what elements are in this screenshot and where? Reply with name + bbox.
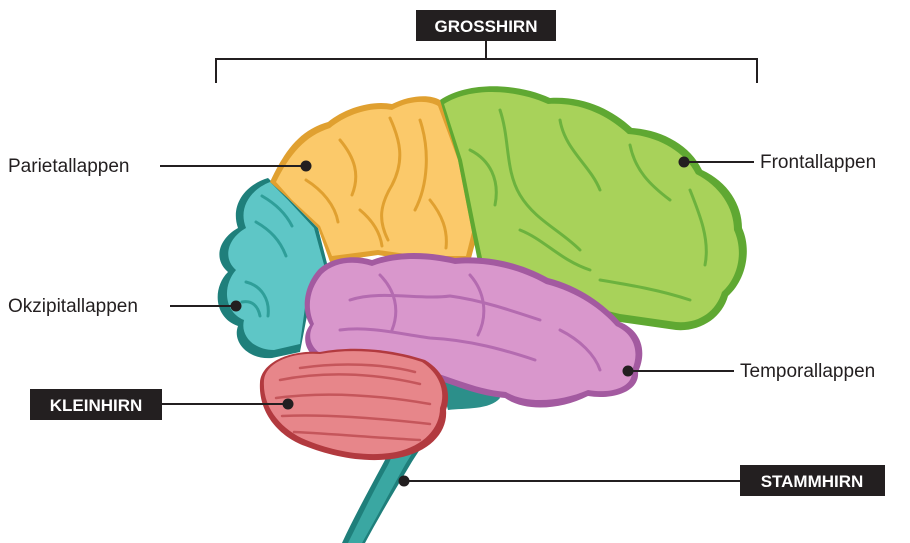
frontal-dot: [679, 157, 690, 168]
frontal-label: Frontallappen: [760, 152, 876, 173]
cerebellum-callout: KLEINHIRN: [30, 389, 294, 420]
grosshirn-label: GROSSHIRN: [435, 17, 538, 36]
brainstem-dot: [399, 476, 410, 487]
temporal-callout: Temporallappen: [623, 361, 876, 382]
parietal-label: Parietallappen: [8, 156, 129, 177]
parietal-dot: [301, 161, 312, 172]
cerebellum-label: KLEINHIRN: [50, 396, 143, 415]
cerebellum-dot: [283, 399, 294, 410]
frontal-callout: Frontallappen: [679, 152, 877, 173]
temporal-dot: [623, 366, 634, 377]
occipital-callout: Okzipitallappen: [8, 296, 242, 317]
occipital-label: Okzipitallappen: [8, 296, 138, 317]
brainstem-callout: STAMMHIRN: [399, 465, 886, 496]
brainstem-label: STAMMHIRN: [761, 472, 864, 491]
temporal-label: Temporallappen: [740, 361, 875, 382]
grosshirn-bracket: [216, 41, 757, 83]
parietal-callout: Parietallappen: [8, 156, 312, 177]
grosshirn-header: GROSSHIRN: [216, 10, 757, 83]
occipital-dot: [231, 301, 242, 312]
